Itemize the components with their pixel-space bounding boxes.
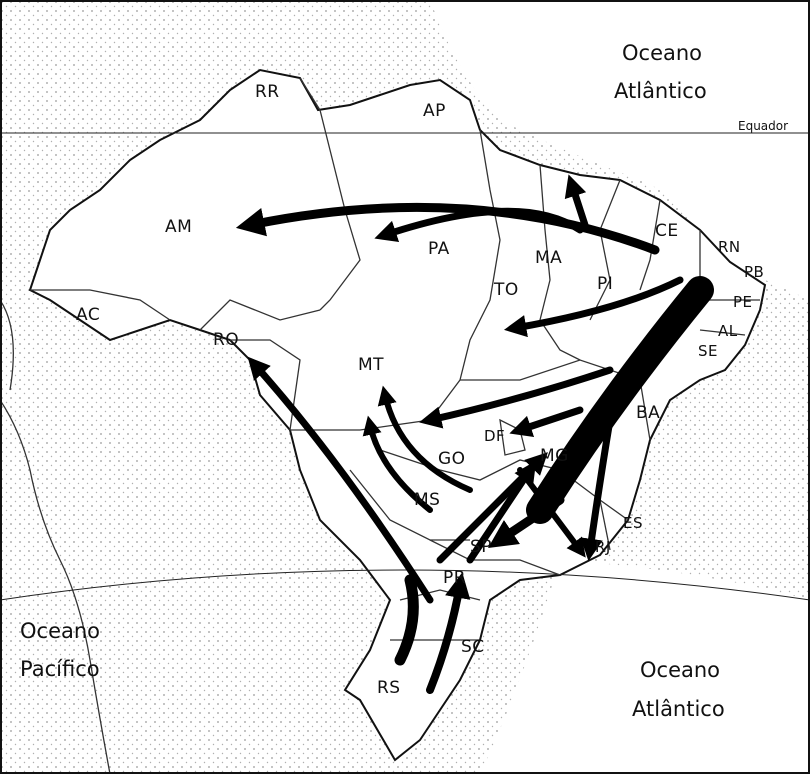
arrow-to-pa (374, 207, 584, 243)
state-label-ro: RO (213, 330, 239, 350)
state-label-sc: SC (461, 637, 485, 657)
state-label-ce: CE (655, 221, 679, 241)
state-label-am: AM (165, 217, 192, 237)
state-label-pa: PA (428, 239, 450, 259)
north-atlantic-area (430, 0, 810, 300)
state-label-ma: MA (535, 248, 562, 268)
arrow-to-rj (580, 416, 614, 562)
state-label-se: SE (698, 342, 718, 360)
arrow-ce-to-am (235, 202, 660, 255)
arrow-rs-to-pr (426, 572, 471, 694)
state-label-mg: MG (540, 446, 569, 466)
state-label-pe: PE (733, 293, 753, 311)
state-label-al: AL (718, 322, 738, 340)
state-label-es: ES (623, 514, 643, 532)
arrow-ms-to-mt (377, 385, 473, 493)
ocean-label-atlantic-north-1: Oceano (622, 41, 702, 65)
state-label-rn: RN (718, 238, 741, 256)
state-label-sp: SP (470, 537, 492, 557)
state-label-rr: RR (255, 82, 280, 102)
arrow-mg-to-rj (517, 467, 586, 558)
arrow-rs-north (394, 574, 419, 666)
state-label-ms: MS (414, 490, 440, 510)
state-label-pi: PI (597, 274, 613, 294)
arrow-sp-to-mg2 (466, 460, 537, 564)
arrow-to-mt2 (362, 415, 433, 513)
northwest-coastline (0, 299, 14, 391)
state-label-pb: PB (744, 263, 764, 281)
west-coastline (0, 399, 111, 774)
state-label-go: GO (438, 449, 466, 469)
state-label-mt: MT (358, 355, 384, 375)
state-label-rj: RJ (595, 538, 611, 556)
state-label-rs: RS (377, 678, 401, 698)
arrow-to-df (509, 406, 584, 438)
ocean-label-atlantic-south-2: Atlântico (632, 697, 725, 721)
ocean-label-atlantic-south-1: Oceano (640, 658, 720, 682)
arrow-ne-to-sp-main (526, 276, 714, 524)
state-label-df: DF (484, 427, 505, 445)
ocean-label-pacific-2: Pacífico (20, 657, 100, 681)
arrow-to-ma (564, 174, 589, 229)
arrow-to-go (419, 366, 614, 429)
state-label-ac: AC (76, 305, 100, 325)
arrow-to-to (503, 276, 684, 338)
ocean-label-atlantic-north-2: Atlântico (614, 79, 707, 103)
ocean-label-pacific-1: Oceano (20, 619, 100, 643)
arrow-pr-to-ro (247, 356, 434, 604)
migration-arrows (235, 174, 714, 694)
state-label-ap: AP (423, 101, 446, 121)
south-atlantic-area (480, 560, 810, 774)
tropic-line (0, 569, 810, 601)
state-label-ba: BA (636, 403, 660, 423)
state-label-to: TO (493, 280, 519, 300)
state-labels: RR AP AM PA MA CE RN PB PE AL SE PI TO A… (76, 82, 764, 698)
equator-label: Equador (738, 119, 788, 133)
state-label-pr: PR (443, 568, 466, 588)
